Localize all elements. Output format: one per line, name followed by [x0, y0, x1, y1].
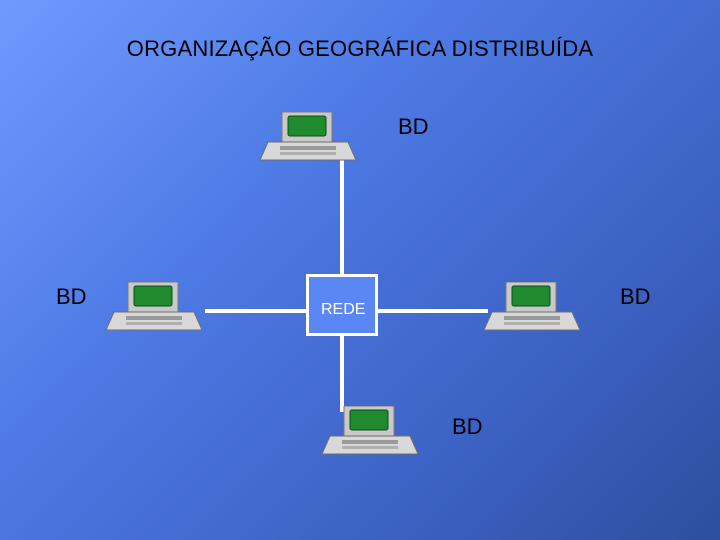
db-label-top: BD [398, 114, 429, 139]
network-label: REDE [321, 301, 366, 318]
computer-icon [482, 282, 582, 334]
db-label-bottom: BD [452, 414, 483, 439]
computer-icon [258, 112, 358, 164]
slide-title: ORGANIZAÇÃO GEOGRÁFICA DISTRIBUÍDA [126, 36, 594, 61]
link-right [376, 309, 488, 313]
link-top [340, 160, 344, 276]
db-label-right: BD [620, 284, 651, 309]
computer-icon [104, 282, 204, 334]
computer-icon [320, 406, 420, 458]
link-bottom [340, 334, 344, 412]
db-label-left: BD [56, 284, 87, 309]
link-left [205, 309, 308, 313]
network-node: REDE [306, 274, 378, 336]
